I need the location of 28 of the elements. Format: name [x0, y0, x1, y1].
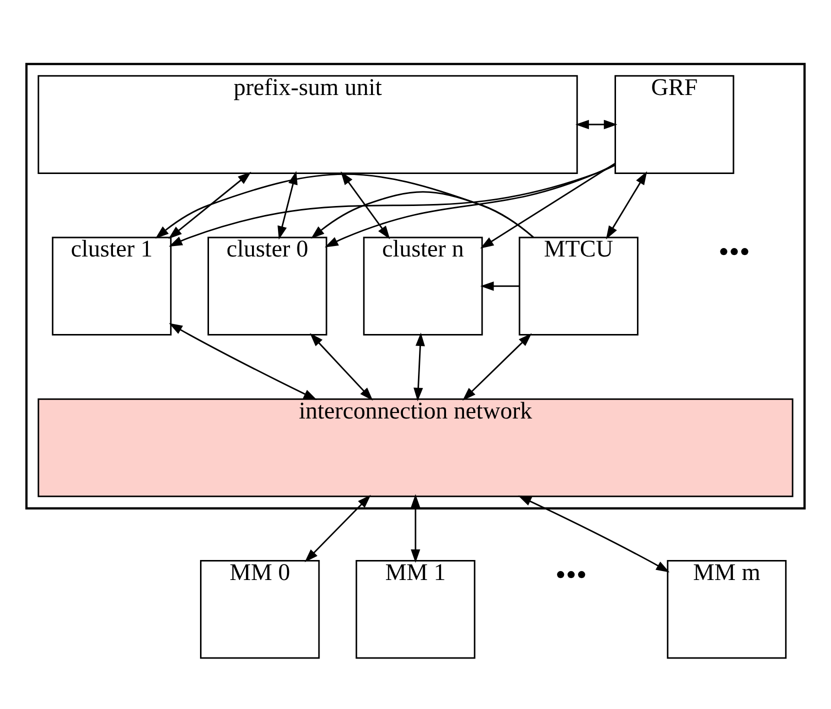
arrow: [480, 162, 616, 248]
node-box: MM m: [666, 560, 787, 658]
node-box: interconnection network: [38, 398, 794, 497]
arrow: [518, 495, 670, 572]
arrow: [168, 322, 318, 400]
arrow: [324, 163, 616, 247]
arrow: [168, 164, 616, 246]
node-box: cluster 1: [52, 236, 172, 336]
arrow: [480, 280, 520, 290]
node-box: cluster n: [363, 236, 483, 336]
arrow: [410, 494, 420, 562]
arrow: [310, 332, 373, 400]
arrow: [462, 332, 532, 400]
label: •••: [718, 234, 750, 268]
arrow: [155, 172, 534, 238]
arrow: [304, 494, 371, 562]
arrow: [168, 171, 252, 238]
node-box: MTCU: [518, 236, 638, 336]
node-box: GRF: [614, 74, 734, 174]
node-box: cluster 0: [208, 236, 328, 336]
arrow: [575, 119, 618, 129]
label: •••: [555, 558, 587, 592]
arrow: [606, 170, 648, 239]
arrow: [340, 170, 390, 239]
arrow: [414, 332, 425, 401]
node-box: MM 1: [356, 560, 476, 658]
node-box: prefix-sum unit: [38, 74, 578, 174]
node-box: MM 0: [200, 560, 320, 658]
